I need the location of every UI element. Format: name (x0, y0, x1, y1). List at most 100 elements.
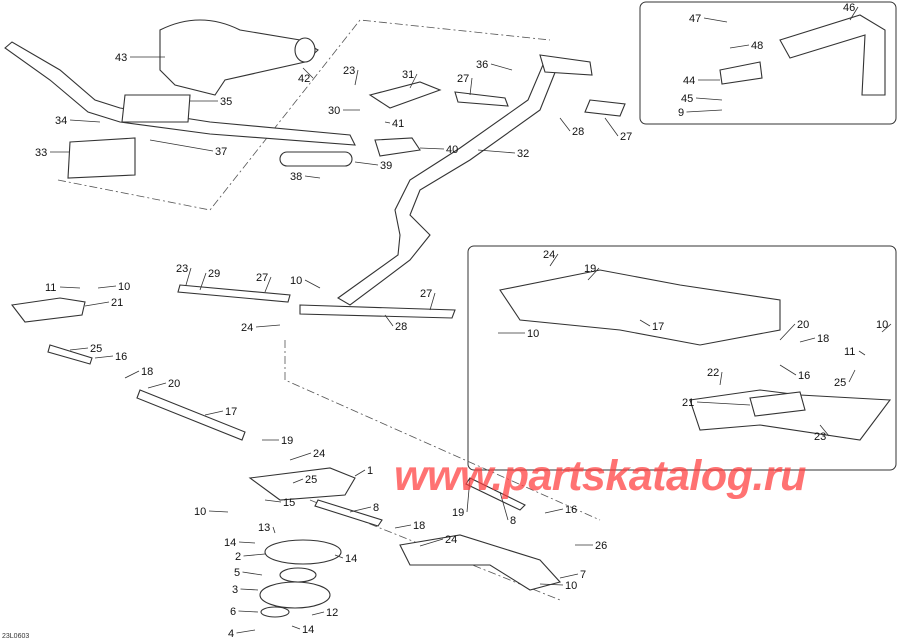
part-number: 40 (446, 144, 458, 156)
leader-line (409, 73, 418, 89)
part-number: 30 (328, 105, 340, 117)
part-label-11: 11 (844, 346, 866, 358)
part-number: 45 (681, 93, 693, 105)
part-number: 18 (817, 333, 829, 345)
part-number: 36 (476, 59, 488, 71)
part-number: 39 (380, 160, 392, 172)
part-number: 4 (228, 628, 234, 640)
part-number: 19 (452, 507, 464, 519)
part-number: 47 (689, 13, 701, 25)
clamp-bolts (121, 94, 191, 123)
part-label-10: 10 (194, 506, 229, 518)
part-label-43: 43 (115, 52, 165, 64)
part-number: 18 (413, 520, 425, 532)
part-number: 17 (652, 321, 664, 333)
part-label-8: 8 (499, 491, 516, 527)
leader-line (696, 401, 751, 406)
part-number: 31 (402, 69, 414, 81)
part-number: 41 (392, 118, 404, 130)
leader-line (429, 292, 436, 311)
part-number: 24 (445, 534, 457, 546)
leader-line (695, 97, 723, 101)
leader-line (729, 44, 750, 49)
leader-line (204, 410, 224, 416)
arm-21-inset (749, 391, 806, 417)
leader-line (354, 69, 359, 86)
leader-line (499, 491, 509, 521)
part-number: 21 (111, 297, 123, 309)
part-number: 38 (290, 171, 302, 183)
part-label-42: 42 (298, 67, 314, 85)
part-label-38: 38 (290, 171, 321, 183)
part-label-16: 16 (779, 364, 810, 382)
part-number: 10 (194, 506, 206, 518)
part-label-10: 10 (876, 319, 892, 333)
part-label-18: 18 (394, 520, 425, 532)
part-label-20: 20 (779, 319, 809, 341)
part-number: 2 (235, 551, 241, 563)
part-number: 5 (234, 567, 240, 579)
part-label-28: 28 (384, 314, 407, 333)
leader-line (264, 276, 272, 293)
part-label-19: 19 (584, 263, 600, 281)
handlebar-group-outline (57, 19, 551, 211)
leader-line (559, 117, 571, 132)
link-rod-right (299, 304, 456, 319)
tie-rod-17 (136, 389, 246, 441)
part-number: 25 (305, 474, 317, 486)
part-label-25: 25 (292, 474, 317, 486)
steering-column (336, 59, 561, 306)
part-label-10: 10 (97, 281, 130, 293)
part-number: 3 (232, 584, 238, 596)
leader-line (311, 611, 325, 616)
part-number: 37 (215, 146, 227, 158)
part-number: 44 (683, 75, 695, 87)
part-label-1: 1 (354, 465, 373, 477)
rod-8-right (465, 477, 526, 511)
part-label-25: 25 (69, 343, 102, 355)
part-number: 42 (298, 73, 310, 85)
leader-line (604, 117, 619, 137)
part-number: 10 (527, 328, 539, 340)
plate-3 (259, 581, 331, 609)
part-number: 23 (343, 65, 355, 77)
part-label-10: 10 (539, 580, 577, 592)
part-number: 20 (168, 378, 180, 390)
leader-line (240, 588, 259, 591)
part-number: 46 (843, 2, 855, 14)
leader-line (354, 161, 379, 166)
clip-44 (719, 61, 763, 85)
part-number: 10 (290, 275, 302, 287)
part-number: 7 (580, 569, 586, 581)
part-number: 48 (751, 40, 763, 52)
leader-line (349, 506, 372, 513)
part-label-17: 17 (639, 319, 664, 333)
leader-line (59, 286, 81, 289)
inset-mid-frame (467, 245, 897, 471)
part-number: 21 (682, 397, 694, 409)
leader-line (69, 347, 89, 351)
part-label-34: 34 (55, 115, 101, 127)
part-label-2: 2 (235, 551, 266, 563)
part-label-14: 14 (291, 624, 314, 636)
part-label-19: 19 (262, 435, 293, 447)
part-number: 11 (45, 282, 56, 294)
handlebar (4, 41, 356, 146)
part-label-23: 23 (814, 424, 830, 443)
part-number: 16 (798, 370, 810, 382)
leader-line (559, 573, 579, 579)
part-label-4: 4 (228, 628, 256, 640)
part-label-24: 24 (241, 322, 281, 334)
link-rod-left (177, 284, 291, 303)
part-label-46: 46 (843, 2, 859, 21)
part-label-21: 21 (84, 297, 123, 309)
part-number: 35 (220, 96, 232, 108)
part-number: 27 (457, 73, 469, 85)
link-28-top (584, 99, 626, 117)
leader-line (199, 272, 207, 291)
part-label-5: 5 (234, 567, 263, 579)
part-number: 24 (313, 448, 325, 460)
part-label-24: 24 (419, 534, 457, 547)
